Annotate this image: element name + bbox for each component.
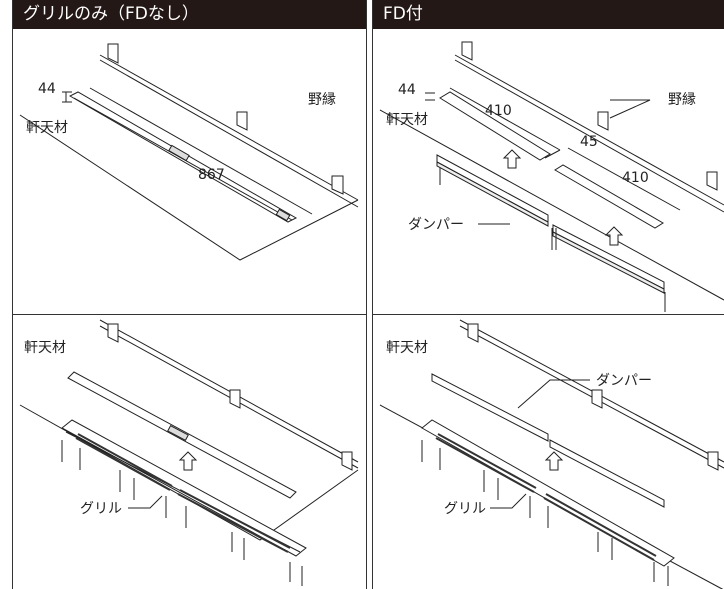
tl-nobuchi-label: 野縁 bbox=[308, 92, 336, 108]
right-row-divider bbox=[372, 314, 724, 315]
bottom-right-diagram bbox=[379, 319, 724, 589]
tr-nokiten-label: 軒天材 bbox=[386, 112, 428, 128]
tr-damper-label: ダンパー bbox=[408, 217, 464, 233]
top-left-diagram bbox=[19, 43, 359, 261]
tr-nobuchi-label: 野縁 bbox=[668, 92, 696, 108]
br-nokiten-label: 軒天材 bbox=[386, 340, 428, 356]
bl-nokiten-label: 軒天材 bbox=[24, 340, 66, 356]
left-panel-title: グリルのみ（FDなし） bbox=[13, 0, 366, 29]
tr-dim-410-first: 410 bbox=[485, 103, 512, 119]
br-damper-label: ダンパー bbox=[596, 373, 652, 389]
tl-dim-44: 44 bbox=[38, 81, 56, 97]
right-panel-title: FD付 bbox=[373, 0, 724, 29]
bottom-left-diagram bbox=[19, 319, 359, 586]
tr-dim-45: 45 bbox=[580, 134, 598, 150]
br-grill-label: グリル bbox=[444, 501, 486, 517]
tr-dim-44: 44 bbox=[398, 82, 416, 98]
tl-dim-867: 867 bbox=[198, 167, 225, 183]
tr-dim-410-second: 410 bbox=[622, 170, 649, 186]
top-right-diagram bbox=[379, 41, 724, 312]
tl-nokiten-label: 軒天材 bbox=[26, 120, 68, 136]
left-row-divider bbox=[12, 314, 366, 315]
bl-grill-label: グリル bbox=[80, 501, 122, 517]
